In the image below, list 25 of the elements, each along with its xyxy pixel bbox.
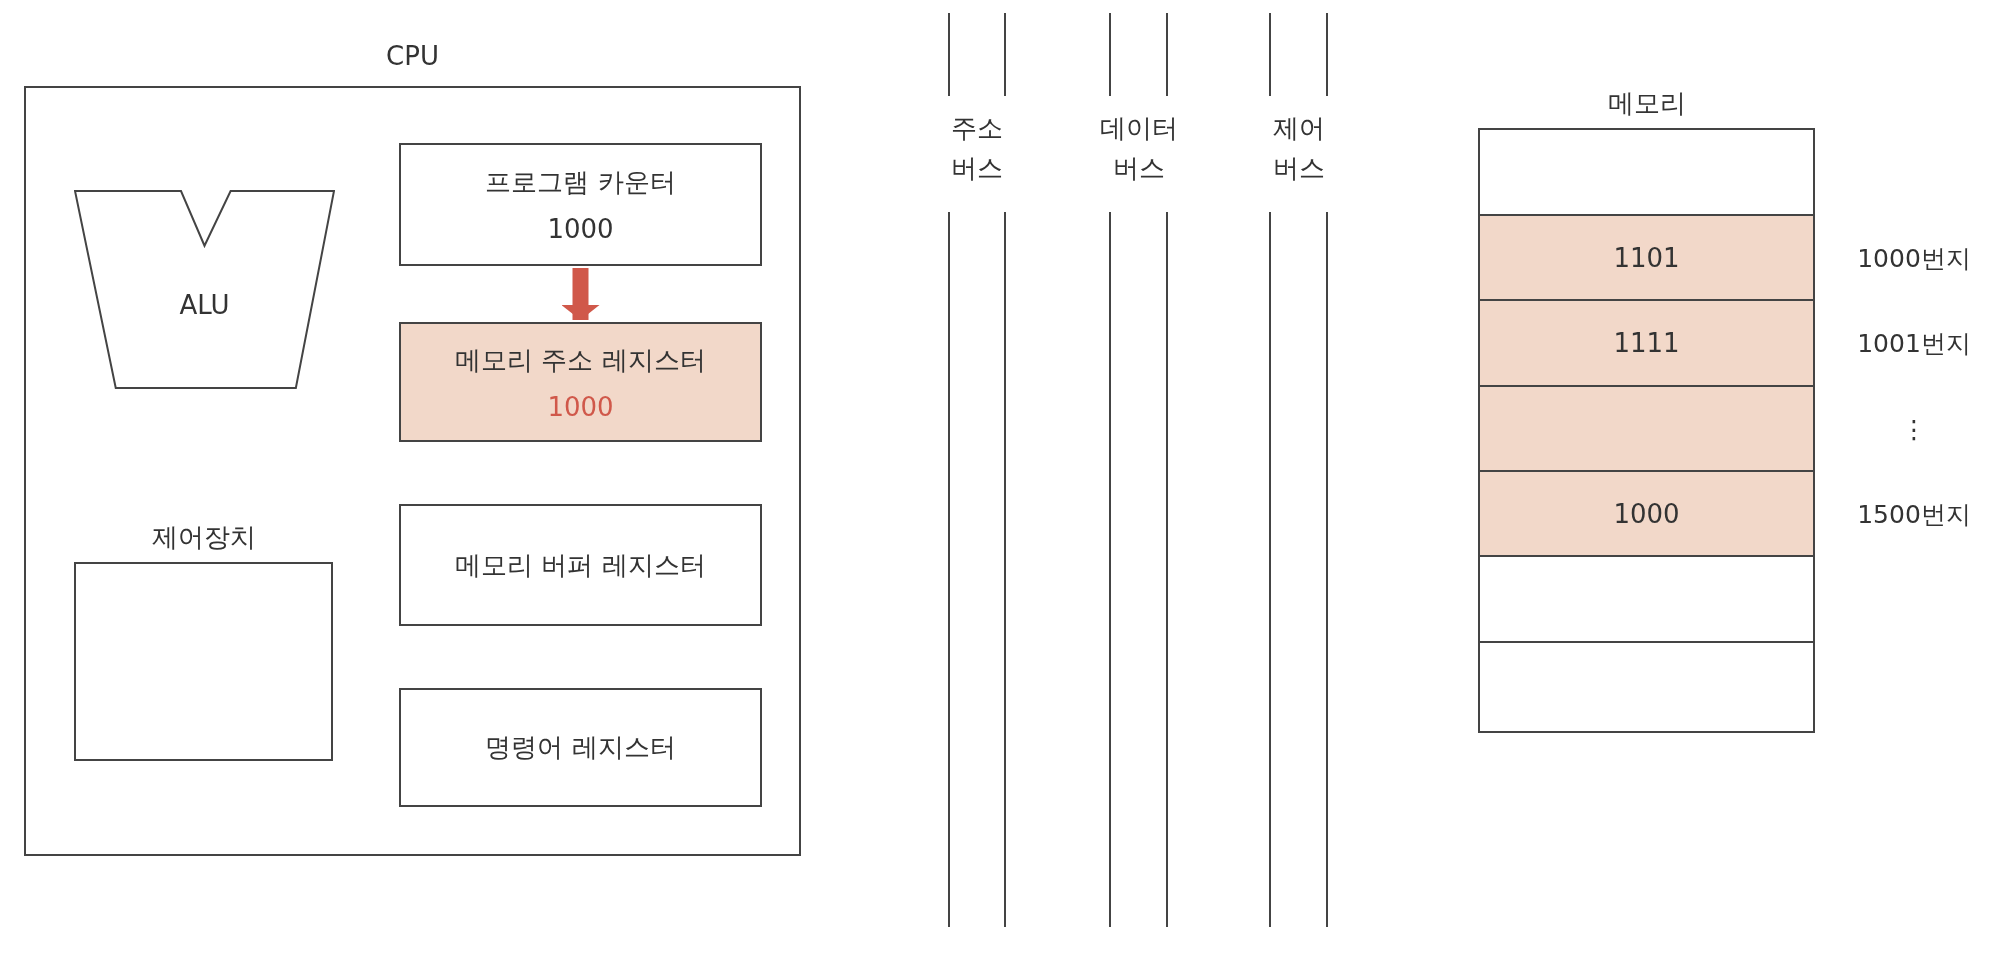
register-box	[399, 322, 762, 442]
register-value: 1000	[547, 214, 614, 244]
register-box	[399, 504, 762, 626]
address-label: 1001번지	[1856, 327, 1972, 360]
register-name: 프로그램 카운터	[485, 166, 676, 199]
cell-value: 1111	[1613, 328, 1680, 358]
bus-label: 데이터 버스	[1098, 112, 1179, 186]
cell-value: 1000	[1613, 498, 1680, 529]
cell-value: 1101	[1613, 242, 1680, 273]
address-label: 1000번지	[1856, 242, 1972, 274]
address-label: ⋮	[1900, 414, 1928, 443]
bus-label: 주소 버스	[950, 112, 1004, 186]
register-box	[399, 688, 762, 807]
register-name: 명령어 레지스터	[485, 731, 676, 764]
bus-label: 제어 버스	[1271, 112, 1326, 186]
register-box	[399, 143, 762, 266]
register-name: 메모리 버퍼 레지스터	[455, 548, 706, 582]
heading: 제어장치	[150, 520, 257, 554]
register-name: 메모리 주소 레지스터	[455, 343, 706, 377]
address-label: 1500번지	[1856, 498, 1972, 530]
register-value: 1000	[547, 391, 614, 422]
heading: 메모리	[1606, 86, 1687, 120]
unit-label: ALU	[178, 290, 231, 320]
arrow	[561, 268, 600, 320]
heading: CPU	[385, 40, 440, 73]
